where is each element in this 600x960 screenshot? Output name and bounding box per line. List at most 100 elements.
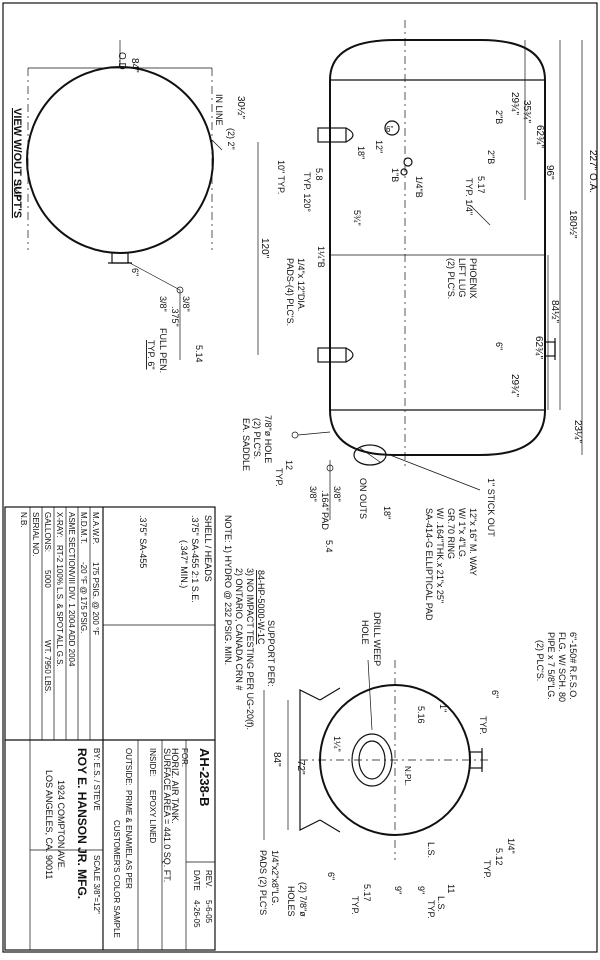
xray-value: RT-2 100% L.S. & SPOT ALL G.S. — [55, 545, 64, 667]
dim-5-75: 5¾" — [352, 210, 362, 226]
company-address-1: 1924 COMPTON AVE. — [56, 780, 66, 870]
asme-label: ASME SECTION — [67, 512, 76, 573]
pads-note-b: PADS-(4) PLC'S. — [285, 258, 295, 326]
round-view-diameter: 84" — [129, 58, 140, 73]
lift-lug-bottom — [317, 347, 347, 363]
lift-lug-qty: (2) PLC'S. — [446, 258, 456, 299]
manway-note-2: W/ 1"x 4"LG. — [457, 508, 467, 559]
round-view-dim-1-25: 1¼" — [12, 182, 22, 198]
end-dim-6b: 6" — [326, 872, 336, 880]
saddle-hole-a: 7/8"ø HOLE — [263, 415, 273, 463]
end-weld-5-12: 5.12 — [494, 848, 504, 866]
manway-note-1: 12"x 16" M. WAY — [468, 508, 478, 576]
note-3: 3) NO IMPACT TESTING PER UG-20(f). — [245, 568, 255, 730]
weight-value: WT. 7950 LBS. — [43, 640, 52, 693]
gallons-label: GALLONS: — [43, 512, 52, 552]
nb-label: N.B. — [19, 512, 28, 528]
dim-62-bottom: 62¾" — [533, 336, 544, 359]
end-view: 6"-150# R.F.S.O. FLG. W/ SCH. 80 PIPE x … — [258, 612, 578, 919]
serial-label: SERIAL NO. — [31, 512, 40, 557]
top-coupling — [384, 120, 400, 136]
end-dim-6: 6" — [490, 690, 500, 698]
dim-2b-b: 2"B — [486, 150, 496, 164]
end-weld-5-17: 5.17 — [362, 884, 372, 902]
end-dim-5-16: 5.16 — [416, 706, 426, 724]
small-coupling — [403, 157, 413, 167]
end-view-manway — [351, 733, 393, 787]
phoenix-label: PHOENIX — [468, 258, 478, 299]
end-ls-2: L.S. — [436, 896, 446, 912]
dim-12: 12" — [374, 140, 384, 153]
manway-note-3: GR.70 RING — [446, 508, 456, 559]
heads-material: .375" SA-455 2:1 S.E. — [190, 515, 200, 603]
end-weld-11: 11 — [446, 884, 456, 893]
weld-symbol-c: 3/8" — [158, 296, 168, 312]
pad-weld-d: PAD — [320, 512, 330, 530]
dim-30: 30½" — [235, 96, 246, 119]
end-weld-typ: TYP. — [350, 896, 360, 915]
gallons-value: 5000 — [43, 570, 52, 588]
dim-10-typ: 10" TYP. — [276, 160, 286, 194]
manway-bottom — [353, 444, 387, 466]
pad-weld-a: 3/8" — [332, 486, 342, 502]
end-ls-typ: TYP. — [426, 900, 436, 919]
right-nozzle — [544, 341, 556, 357]
end-weld-1-4: 1/4" — [506, 838, 516, 854]
end-dim-9b: 9" — [393, 886, 403, 894]
weld-size-514: 5.14 — [194, 345, 204, 363]
mawp-value: 175 PSIG. @ 200 °F — [91, 562, 100, 635]
mdmt-value: -20 °F @ 175 PSIG. — [79, 562, 88, 633]
rev-label: REV. — [204, 870, 213, 888]
end-weld-typ-2: TYP. — [482, 860, 492, 879]
outside-value-2: CUSTOMER'S COLOR SAMPLE — [112, 820, 121, 938]
dim-1-4b: 1/4"B — [414, 176, 424, 198]
end-dim-72: 72" — [295, 760, 306, 775]
dim-2b-a: 2"B — [494, 110, 504, 124]
weld-symbol-b: .375" — [170, 306, 180, 327]
title-block: SHELL / HEADS .375" SA-455 2:1 S.E. (.34… — [4, 506, 216, 951]
dim-1-25b: 1¼"B — [316, 246, 326, 268]
typ-120-deg: TYP. 120° — [302, 172, 312, 212]
note-1: NOTE: 1) HYDRO @ 232 PSIG. MIN. — [223, 515, 233, 665]
typ-1-4: TYP. 1/4" — [464, 178, 474, 215]
saddle-support — [299, 689, 321, 831]
overall-length: 227" O.A. — [587, 150, 598, 193]
weld-517: 5.17 — [476, 176, 486, 194]
dim-5-8: 5.8 — [314, 168, 324, 181]
drawn-by: BY: E.S. / STEVE — [92, 748, 101, 811]
round-view-od-label: O.D — [116, 52, 127, 70]
flange-note-3: PIPE x 7 5/8"LG. — [546, 632, 556, 700]
inline-note-a: (2) 2" — [226, 128, 236, 150]
outside-label: OUTSIDE: — [124, 748, 133, 786]
inline-note-b: IN LINE — [214, 94, 224, 126]
pad-weld-c: 3/8" — [308, 486, 318, 502]
end-dim-84: 84" — [271, 752, 282, 767]
dim-35: 35¾" — [521, 100, 532, 123]
stick-out-label: 1" STICK OUT — [486, 478, 496, 537]
mawp-label: M.A.W.P. — [91, 512, 100, 544]
rev-value: 5-6-05 — [204, 900, 213, 924]
date-value: 4-26-05 — [192, 900, 201, 928]
drawing-scale: SCALE 3/8"=12" — [92, 855, 101, 914]
asme-value: VIII DIV. 1 2004 ADD 2004 — [67, 572, 76, 667]
end-holes-1: (2) 7/8"ø — [298, 882, 308, 917]
dim-62-top: 62¾" — [534, 125, 545, 148]
date-label: DATE — [192, 870, 201, 891]
drawing-number: AH-238-B — [197, 748, 212, 807]
saddle-hole-b: (2) PLC'S. — [252, 418, 262, 459]
dim-18-bottom: 18" — [382, 506, 392, 519]
round-view-dim-6: 6" — [130, 268, 140, 276]
shell-material: .375" SA-455 — [138, 515, 148, 568]
lift-lug-top — [317, 127, 347, 143]
weep-hole-label-1: DRILL WEEP — [372, 612, 382, 666]
end-pads-1: 1/4"x2"x8"LG. — [270, 850, 280, 906]
round-view-without-supports: 84" O.D VIEW W/OUT SUPT'S (2) 2" IN LINE… — [11, 40, 236, 373]
on-outs-label: ON OUTS — [358, 478, 368, 519]
weld-12-typ: TYP. — [274, 468, 284, 487]
support-per-label: SUPPORT PER: — [266, 620, 276, 687]
support-drawing-no: 84-HP-5000-W-1C — [256, 570, 266, 645]
company-address-2: LOS ANGELES, CA. 90011 — [44, 770, 54, 879]
pads-note-a: 1/4"x 12"DIA. — [296, 258, 306, 311]
heads-min-thk: (.347" MIN.) — [179, 540, 189, 588]
